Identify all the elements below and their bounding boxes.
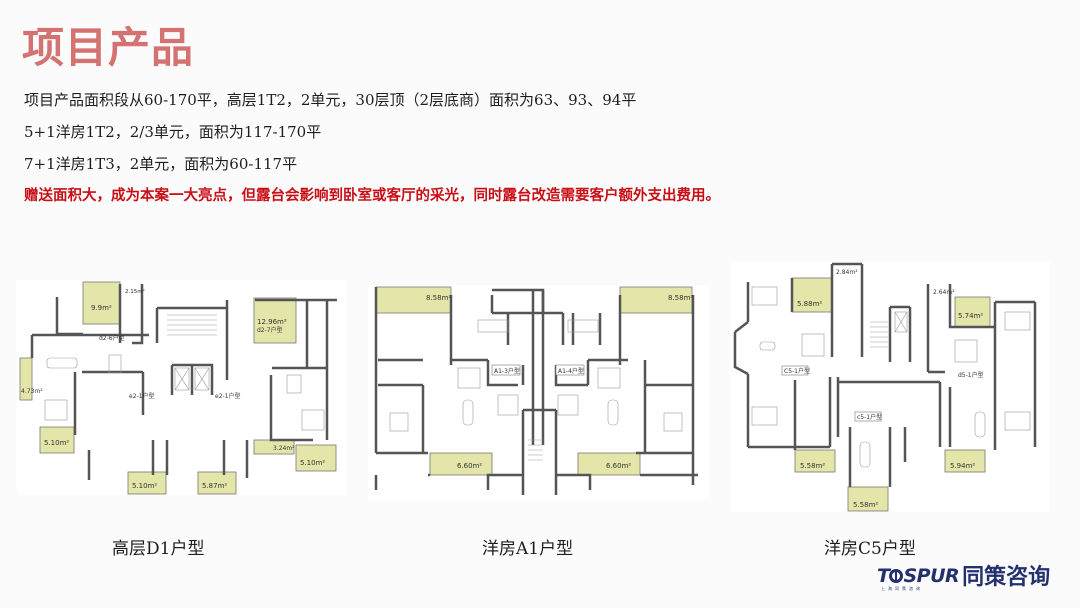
svg-text:A1-4户型: A1-4户型 — [558, 367, 584, 375]
svg-text:5.10m²: 5.10m² — [44, 439, 69, 447]
caption-a1: 洋房A1户型 — [482, 539, 574, 559]
svg-text:A1-3户型: A1-3户型 — [494, 367, 520, 375]
svg-text:5.88m²: 5.88m² — [797, 300, 822, 308]
area-label: 9.9m² — [91, 304, 112, 312]
svg-text:8.58m²: 8.58m² — [668, 294, 693, 302]
floor-plan-a1-drawing: 8.58m² 8.58m² 6.60m² 6.60m² A1-3户型 A1-4户… — [374, 286, 698, 495]
svg-text:6.60m²: 6.60m² — [457, 462, 482, 470]
description-line-1: 项目产品面积段从60-170平，高层1T2，2单元，30层顶（2层底商）面积为6… — [24, 91, 637, 109]
svg-text:5.74m²: 5.74m² — [958, 312, 983, 320]
floor-plan-d1: 9.9m² 2.15m² 12.96m² d2-7户型 d2-6户型 4.73m… — [17, 280, 347, 495]
svg-text:8.58m²: 8.58m² — [426, 294, 451, 302]
company-logo: T SPUR 上海同策咨询 同策咨询 — [877, 566, 1050, 592]
svg-text:12.96m²: 12.96m² — [257, 318, 287, 326]
svg-text:2.64m²: 2.64m² — [933, 289, 955, 296]
svg-text:4.73m²: 4.73m² — [21, 388, 43, 395]
svg-text:5.94m²: 5.94m² — [950, 462, 975, 470]
slide-title: 项目产品 — [22, 23, 195, 72]
floor-plan-a1: 8.58m² 8.58m² 6.60m² 6.60m² A1-3户型 A1-4户… — [368, 285, 710, 500]
svg-text:5.58m²: 5.58m² — [800, 462, 825, 470]
svg-text:5.87m²: 5.87m² — [202, 482, 227, 490]
logo-chinese: 同策咨询 — [962, 565, 1051, 590]
floor-plan-c5: 2.84m² 2.64m² 5.88m² 5.74m² 5.58m² 5.94m… — [730, 262, 1050, 512]
caption-d1: 高层D1户型 — [112, 539, 205, 559]
svg-text:d2-7户型: d2-7户型 — [257, 326, 283, 334]
svg-text:2.15m²: 2.15m² — [125, 288, 145, 295]
caption-c5: 洋房C5户型 — [824, 539, 916, 559]
svg-text:e2-1户型: e2-1户型 — [129, 392, 155, 400]
svg-text:c5-1户型: c5-1户型 — [857, 413, 882, 421]
logo-english: T SPUR — [877, 565, 960, 587]
description-line-3: 7+1洋房1T3，2单元，面积为60-117平 — [24, 155, 298, 173]
floor-plan-c5-drawing: 2.84m² 2.64m² 5.88m² 5.74m² 5.58m² 5.94m… — [733, 262, 1037, 512]
logo-letter-t: T — [877, 565, 890, 587]
svg-text:C5-1户型: C5-1户型 — [784, 367, 810, 375]
svg-text:5.10m²: 5.10m² — [132, 482, 157, 490]
svg-text:d2-6户型: d2-6户型 — [99, 334, 125, 342]
globe-icon — [889, 569, 904, 583]
logo-subtitle: 上海同策咨询 — [881, 586, 923, 591]
svg-text:e2-1户型: e2-1户型 — [215, 392, 241, 400]
description-line-2: 5+1洋房1T2，2/3单元，面积为117-170平 — [24, 123, 322, 141]
highlight-note: 赠送面积大，成为本案一大亮点，但露台会影响到卧室或客厅的采光，同时露台改造需要客… — [24, 188, 720, 204]
svg-text:d5-1户型: d5-1户型 — [958, 371, 984, 379]
svg-text:3.24m²: 3.24m² — [273, 445, 295, 452]
description-block: 项目产品面积段从60-170平，高层1T2，2单元，30层顶（2层底商）面积为6… — [24, 89, 720, 217]
svg-text:2.84m²: 2.84m² — [836, 269, 858, 276]
svg-text:6.60m²: 6.60m² — [606, 462, 631, 470]
svg-text:5.58m²: 5.58m² — [853, 501, 878, 509]
svg-text:5.10m²: 5.10m² — [300, 459, 325, 467]
floor-plan-d1-drawing: 9.9m² 2.15m² 12.96m² d2-7户型 d2-6户型 4.73m… — [19, 281, 337, 495]
logo-letters: SPUR — [903, 565, 960, 587]
